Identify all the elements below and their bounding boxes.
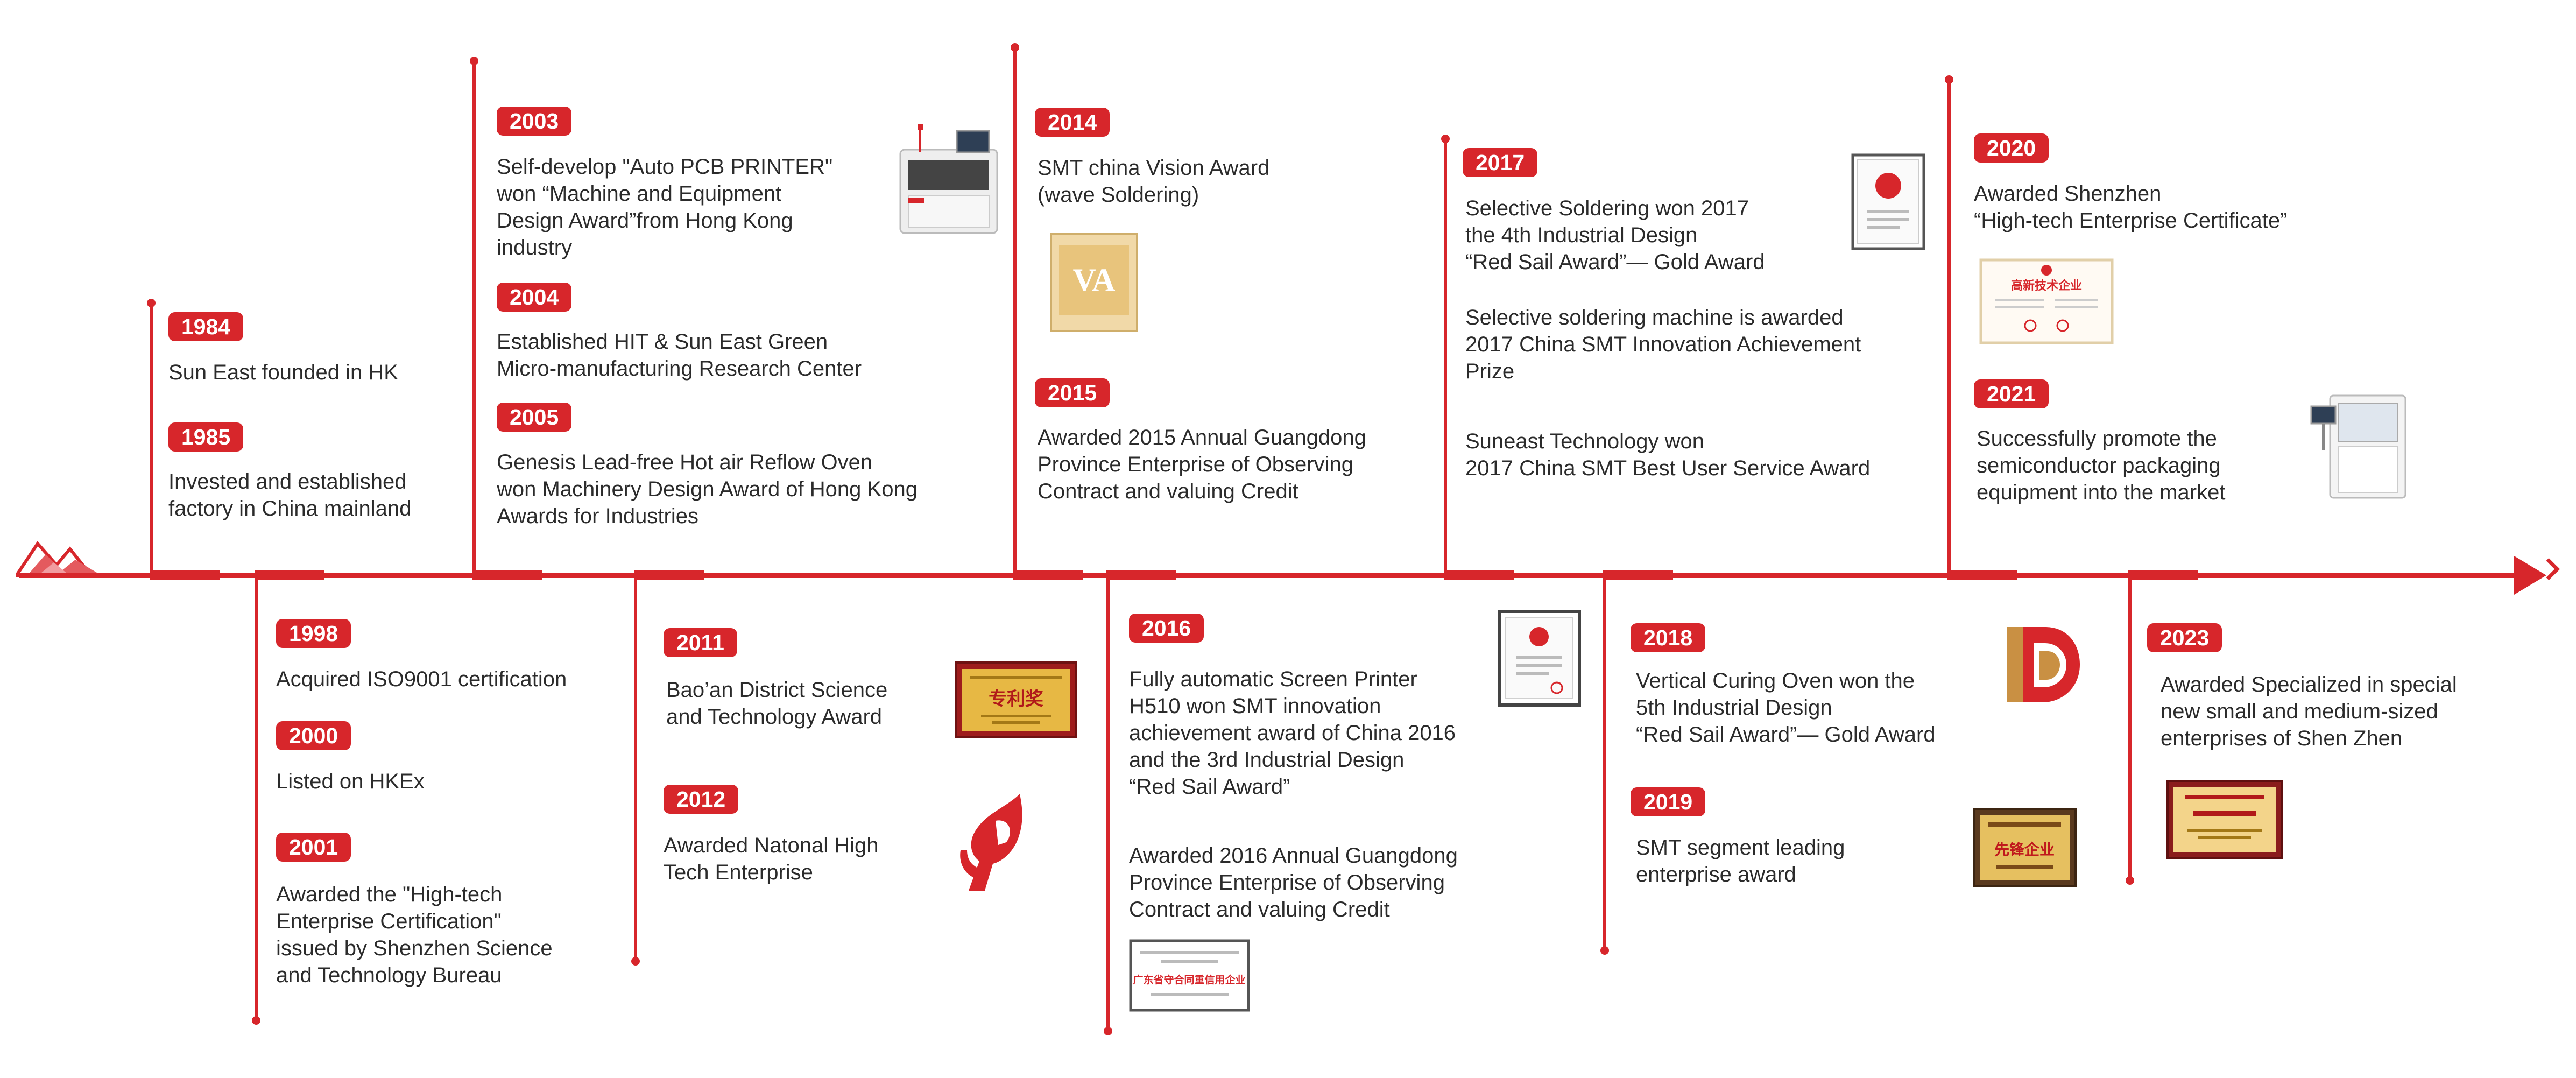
event-text: Awarded Natonal High Tech Enterprise (664, 834, 879, 884)
year-badge: 2011 (664, 628, 737, 657)
event-text: Invested and established factory in Chin… (168, 470, 412, 520)
connector-dot-2023 (2126, 876, 2134, 885)
connector-dot-2014 (1011, 43, 1019, 52)
cert-2020-title: 高新技术企业 (2011, 279, 2082, 293)
svg-text:VA: VA (1073, 262, 1116, 298)
event-text: Suneast Technology won 2017 China SMT Be… (1465, 429, 1871, 480)
event-text: Established HIT & Sun East Green Micro-m… (497, 330, 862, 381)
red-sail-certificate-image (1851, 153, 1925, 250)
connector-2003 (472, 62, 476, 576)
event-text: Genesis Lead-free Hot air Reflow Oven wo… (497, 450, 918, 528)
semiconductor-equipment-image (2310, 394, 2406, 499)
event-text: SMT china Vision Award (wave Soldering) (1038, 156, 1270, 207)
connector-1984 (150, 304, 153, 576)
credit-enterprise-certificate-image: 广东省守合同重信用企业 (1129, 939, 1250, 1012)
year-badge: 2014 (1035, 108, 1110, 137)
connector-2014 (1013, 48, 1017, 576)
axis-marker-2003 (472, 570, 542, 580)
cert-2016-title: 广东省守合同重信用企业 (1133, 974, 1245, 986)
segment-leader-plaque-image: 先锋企业 (1973, 808, 2077, 887)
timeline-arrow-icon (2514, 556, 2546, 595)
year-badge: 2021 (1974, 379, 2049, 408)
event-text: Selective Soldering won 2017 the 4th Ind… (1465, 196, 1765, 274)
axis-marker-2017 (1444, 570, 1514, 580)
year-badge: 2018 (1631, 623, 1706, 652)
event-text: Listed on HKEx (276, 770, 425, 793)
event-text: Fully automatic Screen Printer H510 won … (1129, 667, 1456, 799)
patent-award-certificate-image: 专利奖 (955, 661, 1077, 738)
connector-2018 (1603, 573, 1606, 949)
axis-marker-1984 (150, 570, 220, 580)
event-text: Awarded 2016 Annual Guangdong Province E… (1129, 844, 1458, 921)
vision-award-plaque-image: VA (1050, 233, 1138, 332)
year-badge: 2003 (497, 107, 572, 136)
connector-2016 (1106, 573, 1110, 1030)
connector-dot-2017 (1441, 135, 1450, 143)
year-badge: 2017 (1463, 148, 1538, 177)
year-badge: 2000 (276, 721, 351, 750)
year-badge: 2019 (1631, 787, 1706, 816)
event-text: Self-develop "Auto PCB PRINTER" won “Mac… (497, 155, 833, 259)
event-text: Successfully promote the semiconductor p… (1977, 427, 2226, 504)
year-badge: 2004 (497, 283, 572, 312)
event-text: Bao’an District Science and Technology A… (666, 678, 888, 729)
year-badge: 2016 (1129, 614, 1204, 643)
timeline-axis (19, 573, 2518, 578)
year-badge: 1984 (168, 312, 244, 341)
year-badge: 1998 (276, 619, 351, 648)
high-tech-certificate-image: 高新技术企业 (1979, 258, 2114, 344)
axis-marker-2018 (1603, 570, 1673, 580)
specialized-enterprise-certificate-image (2166, 780, 2283, 859)
event-text: Awarded the "High-tech Enterprise Certif… (276, 883, 553, 987)
cert-2011-title: 专利奖 (989, 688, 1043, 710)
connector-dot-1998 (252, 1016, 260, 1025)
event-text: Acquired ISO9001 certification (276, 667, 567, 691)
connector-1998 (255, 573, 258, 1019)
smt-innovation-certificate-image (1498, 610, 1581, 707)
year-badge: 2023 (2147, 623, 2222, 652)
connector-2017 (1444, 140, 1447, 576)
year-badge: 2001 (276, 833, 351, 862)
connector-dot-2016 (1104, 1027, 1112, 1035)
connector-2011 (634, 573, 637, 960)
axis-marker-2011 (634, 570, 704, 580)
event-text: Awarded 2015 Annual Guangdong Province E… (1038, 426, 1366, 503)
axis-marker-2016 (1106, 570, 1176, 580)
axis-marker-2020 (1947, 570, 2017, 580)
connector-dot-2018 (1600, 946, 1609, 955)
red-sail-award-logo-icon (2007, 627, 2080, 702)
connector-dot-1984 (147, 299, 156, 307)
cert-2019-title: 先锋企业 (1994, 841, 2055, 858)
axis-marker-1998 (255, 570, 324, 580)
connector-dot-2011 (631, 957, 640, 966)
national-high-tech-logo-icon (960, 794, 1022, 891)
event-text: Sun East founded in HK (168, 361, 398, 384)
axis-marker-2023 (2128, 570, 2198, 580)
year-badge: 2015 (1035, 378, 1110, 407)
event-text: Selective soldering machine is awarded 2… (1465, 306, 1861, 383)
year-badge: 2012 (664, 785, 739, 814)
year-badge: 1985 (168, 422, 244, 452)
connector-2020 (1947, 81, 1951, 576)
connector-2023 (2128, 573, 2132, 879)
event-text: Vertical Curing Oven won the 5th Industr… (1636, 669, 1936, 746)
connector-dot-2020 (1945, 75, 1953, 84)
year-badge: 2020 (1974, 133, 2049, 163)
pcb-printer-machine-image (899, 124, 998, 234)
event-text: Awarded Specialized in special new small… (2161, 673, 2457, 750)
year-badge: 2005 (497, 403, 572, 432)
event-text: Awarded Shenzhen “High-tech Enterprise C… (1974, 182, 2288, 232)
event-text: SMT segment leading enterprise award (1636, 836, 1845, 886)
axis-marker-2014 (1013, 570, 1083, 580)
connector-dot-2003 (470, 57, 478, 65)
